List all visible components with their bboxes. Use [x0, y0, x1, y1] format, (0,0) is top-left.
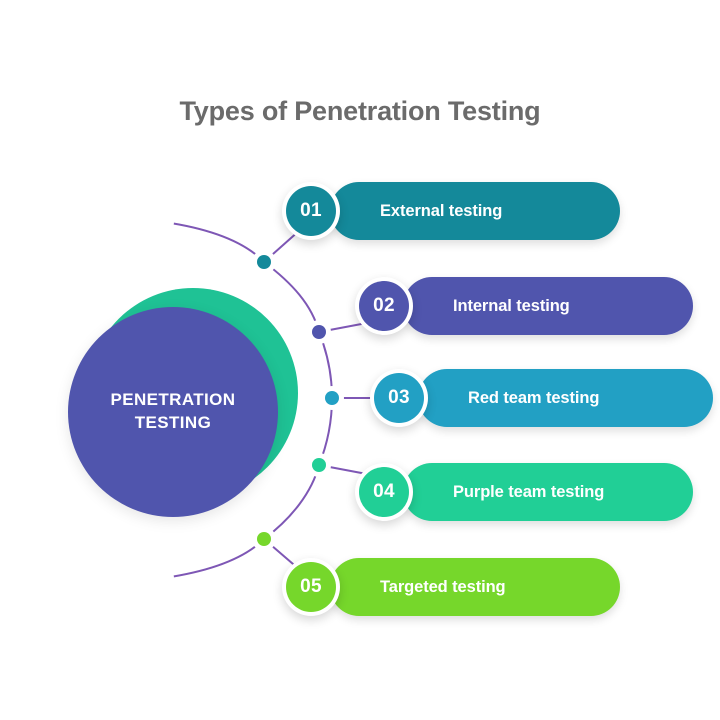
node-dot-05[interactable] — [257, 532, 271, 546]
node-dot-02[interactable] — [312, 325, 326, 339]
item-label-03: Red team testing — [468, 388, 600, 407]
node-dot-04[interactable] — [312, 458, 326, 472]
item-bar-01[interactable]: External testing — [330, 182, 620, 240]
item-bar-02[interactable]: Internal testing — [403, 277, 693, 335]
item-label-02: Internal testing — [453, 296, 570, 315]
node-dot-01[interactable] — [257, 255, 271, 269]
item-number-badge-03[interactable]: 03 — [374, 373, 424, 423]
hub-circle — [68, 307, 278, 517]
item-label-05: Targeted testing — [380, 577, 506, 596]
item-number-badge-05[interactable]: 05 — [286, 562, 336, 612]
item-bar-03[interactable]: Red team testing — [418, 369, 713, 427]
arc-endpoint-dot-2 — [154, 568, 174, 588]
item-number-badge-04[interactable]: 04 — [359, 467, 409, 517]
arc-endpoint-dot-1 — [154, 212, 174, 232]
item-number-badge-01[interactable]: 01 — [286, 186, 336, 236]
item-bar-04[interactable]: Purple team testing — [403, 463, 693, 521]
item-label-04: Purple team testing — [453, 482, 605, 501]
page-title: Types of Penetration Testing — [179, 96, 541, 126]
item-label-01: External testing — [380, 201, 503, 220]
item-bar-05[interactable]: Targeted testing — [330, 558, 620, 616]
node-dot-03[interactable] — [325, 391, 339, 405]
item-number-badge-02[interactable]: 02 — [359, 281, 409, 331]
